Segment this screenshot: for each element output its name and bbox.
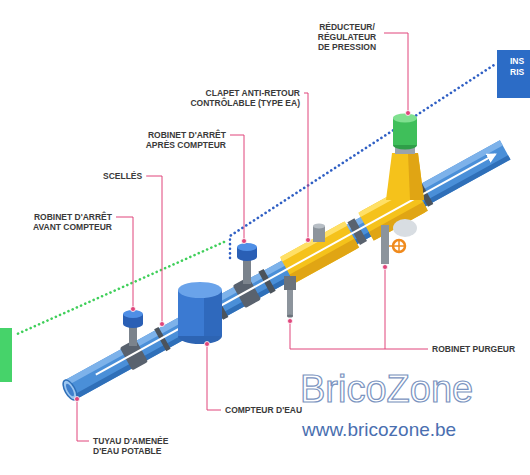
- callout-label: ROBINET PURGEUR: [432, 344, 515, 354]
- green-dotted-line: [15, 242, 224, 335]
- leader-dot: [288, 319, 293, 324]
- leader-line: [290, 321, 428, 349]
- leader-dot: [131, 307, 136, 312]
- valve-before-meter: [123, 310, 143, 346]
- info-box: INS RIS: [497, 50, 530, 98]
- pipe: [73, 155, 511, 399]
- pressure-regulator: [393, 114, 417, 123]
- callout-label: ROBINET D'ARRÊT AVANT COMPTEUR: [20, 212, 112, 232]
- leader-line: [146, 176, 162, 324]
- leader-line: [77, 399, 89, 441]
- water-meter: [178, 282, 222, 298]
- leader-dot: [383, 265, 388, 270]
- box-text: INS RIS: [510, 56, 530, 78]
- leader-line: [385, 267, 386, 349]
- pipe: [58, 136, 513, 406]
- drain-valve: [381, 225, 405, 264]
- water-meter: [178, 282, 222, 344]
- pressure-regulator: [386, 114, 424, 238]
- leader-line: [230, 135, 244, 241]
- valve-after-meter: [237, 243, 257, 284]
- leader-dot: [406, 111, 411, 116]
- pipe: [154, 327, 170, 351]
- leader-line: [384, 33, 408, 113]
- pipe: [65, 140, 511, 399]
- callout-label: SCELLÉS: [103, 171, 142, 181]
- drain-valve: [284, 276, 296, 290]
- pipe: [64, 383, 75, 398]
- check-valve-cap: [313, 224, 325, 243]
- leader-dot: [242, 239, 247, 244]
- leader-line: [304, 93, 308, 240]
- leader-dot: [75, 397, 80, 402]
- valve-after-meter: [237, 243, 257, 251]
- green-box: [0, 328, 12, 382]
- watermark: www.bricozone.be: [302, 419, 456, 441]
- callout-label: RÉDUCTEUR/ RÉGULATEUR DE PRESSION: [314, 22, 380, 53]
- callout-label: CLAPET ANTI-RETOUR CONTRÔLABLE (TYPE EA): [175, 88, 300, 108]
- leader-dot: [306, 238, 311, 243]
- drain-valve: [287, 315, 293, 318]
- pipe: [280, 221, 359, 283]
- drain-valve: [381, 225, 389, 264]
- callout-label: COMPTEUR D'EAU: [225, 405, 302, 415]
- pipe: [96, 154, 495, 374]
- pressure-regulator: [386, 153, 424, 200]
- drain-valve: [284, 276, 296, 318]
- pipe: [60, 378, 79, 402]
- drain-valve: [287, 290, 293, 316]
- pressure-regulator: [393, 219, 417, 237]
- leader-dot: [205, 342, 210, 347]
- leader-dot: [160, 322, 165, 327]
- drain-valve: [389, 240, 405, 252]
- watermark: BricoZone: [300, 370, 473, 408]
- callout-label: TUYAU D'AMENÉE D'EAU POTABLE: [93, 436, 178, 456]
- leader-line: [207, 344, 221, 410]
- pressure-regulator: [408, 153, 424, 200]
- check-valve-cap: [313, 224, 325, 229]
- callout-label: ROBINET D'ARRÊT APRÈS COMPTEUR: [134, 130, 226, 150]
- leader-line: [116, 217, 133, 309]
